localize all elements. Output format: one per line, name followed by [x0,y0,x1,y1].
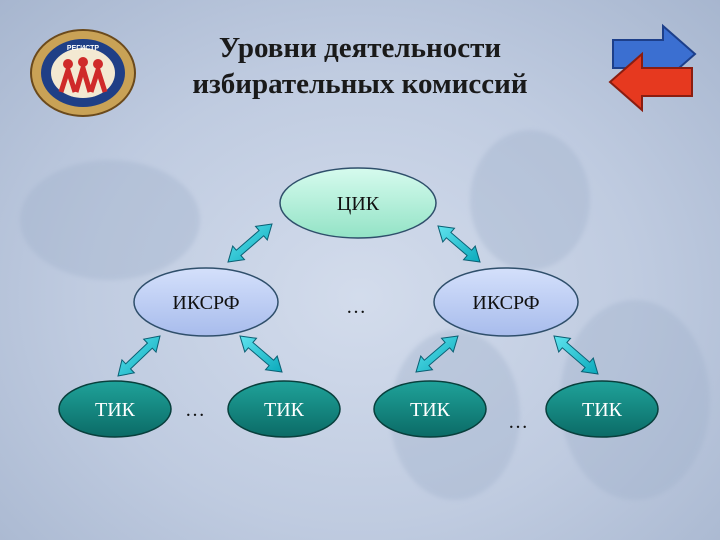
node-tik-1-label: ТИК [95,399,136,421]
background-photo-shape [20,160,200,280]
node-tik-2 [227,380,341,438]
connector-mid3-left-arrow [415,335,459,373]
node-tik-3 [373,380,487,438]
connector-mid1-right-arrow [239,335,283,373]
election-emblem-icon: РЕГИСТР [30,29,136,117]
node-tik-2-label: ТИК [264,399,305,421]
background-photo-shape [470,130,590,270]
bottom-ellipsis-1: … [185,399,205,421]
bottom-ellipsis-2: … [508,411,528,433]
node-cik-label: ЦИК [337,193,380,215]
node-ikrf-1-label: ИКСРФ [172,292,239,314]
node-tik-3-label: ТИК [410,399,451,421]
logo-center-text: РЕГИСТР [67,45,99,52]
connector-mid3-right-arrow [553,335,599,375]
node-tik-4 [545,380,659,438]
node-ikrf-2-label: ИКСРФ [472,292,539,314]
connector-mid1-left-arrow [117,335,161,377]
node-ikrf-1 [133,267,279,337]
node-tik-4-label: ТИК [582,399,623,421]
node-cik [279,167,437,239]
connector-top-left-arrow [227,223,273,263]
forward-back-arrows-icon[interactable] [605,20,700,120]
mid-ellipsis: … [346,296,366,318]
page-title: Уровни деятельности избирательных комисс… [160,30,560,102]
title-line-1: Уровни деятельности [218,32,502,64]
title-line-2: избирательных комиссий [192,68,528,100]
node-tik-1 [58,380,172,438]
connector-arrows [117,223,599,377]
connector-top-right-arrow [437,225,481,263]
node-ikrf-2 [433,267,579,337]
